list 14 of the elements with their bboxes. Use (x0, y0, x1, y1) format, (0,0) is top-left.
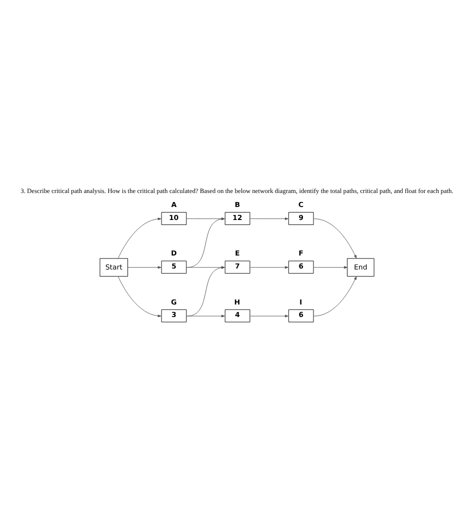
arrow (118, 218, 162, 259)
arrow (186, 266, 225, 316)
arrow (250, 314, 288, 318)
arrow (250, 266, 288, 269)
arrow (250, 217, 288, 220)
arrow (118, 276, 162, 318)
arrow (186, 217, 225, 220)
arrow (128, 266, 162, 269)
arrow (186, 218, 225, 268)
arrow (186, 314, 225, 318)
arrow (314, 218, 357, 259)
arrow (186, 266, 225, 269)
arrow (314, 276, 357, 316)
arrow (314, 266, 348, 269)
